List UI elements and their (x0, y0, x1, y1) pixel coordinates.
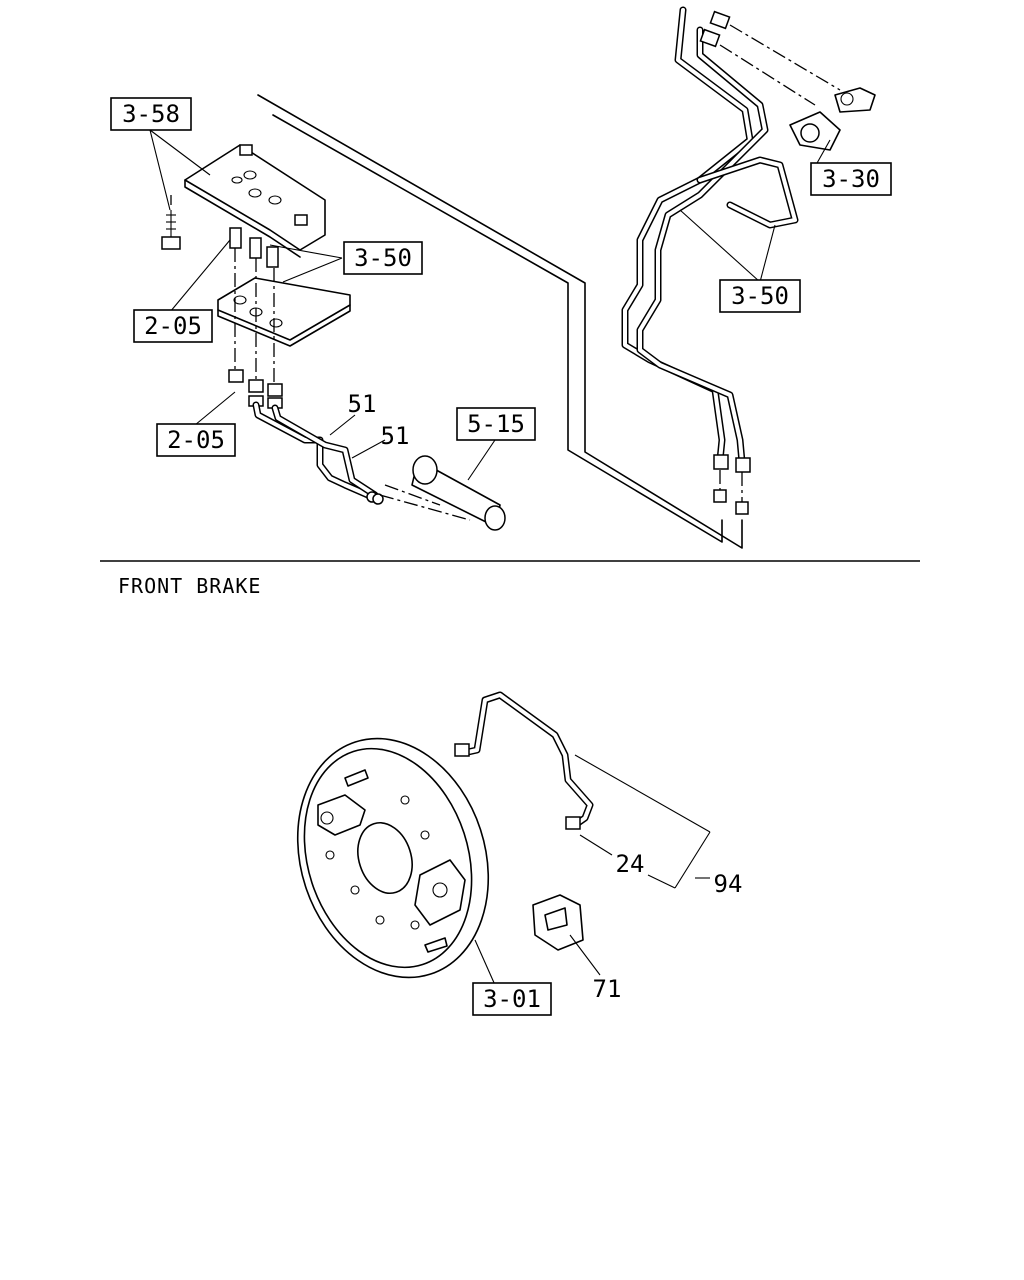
lower-bracket (217, 277, 351, 347)
section-title: FRONT BRAKE (118, 574, 261, 598)
ref-3-30-text: 3-30 (822, 165, 880, 193)
ref-5-15-text: 5-15 (467, 410, 525, 438)
ref-71: 71 (593, 975, 622, 1003)
master-cylinder-fittings (699, 10, 841, 106)
ref-3-30: 3-30 (810, 162, 892, 196)
ref-3-01-text: 3-01 (483, 985, 541, 1013)
ref-2-05-a: 2-05 (133, 309, 213, 343)
ref-3-58: 3-58 (110, 97, 192, 131)
pipes-51 (252, 401, 384, 505)
union-fittings (228, 369, 283, 409)
main-pipes (621, 6, 799, 515)
ref-51-b: 51 (381, 422, 410, 450)
upper-bracket (184, 144, 326, 258)
ref-24: 24 (616, 850, 645, 878)
brake-pipe-24 (454, 691, 594, 830)
ref-3-50-a: 3-50 (343, 241, 423, 275)
valve-5-15 (411, 455, 506, 531)
ref-2-05-a-text: 2-05 (144, 312, 202, 340)
upper-brake-pipe-assembly (161, 6, 876, 549)
front-brake-assembly (296, 691, 594, 979)
collars (229, 227, 279, 268)
leader-lines-lower (474, 754, 711, 986)
ref-2-05-b-text: 2-05 (167, 426, 225, 454)
ref-51-a: 51 (348, 390, 377, 418)
clip-71 (532, 894, 584, 951)
ref-3-50-b-text: 3-50 (731, 282, 789, 310)
bolt-3-58 (161, 210, 181, 250)
ref-3-50-a-text: 3-50 (354, 244, 412, 272)
part-3-30 (789, 87, 876, 151)
ref-3-01: 3-01 (472, 982, 552, 1016)
ref-3-50-b: 3-50 (719, 279, 801, 313)
ref-3-58-text: 3-58 (122, 100, 180, 128)
ref-5-15: 5-15 (456, 407, 536, 441)
backing-plate (296, 737, 490, 979)
ref-94: 94 (714, 870, 743, 898)
ref-2-05-b: 2-05 (156, 423, 236, 457)
